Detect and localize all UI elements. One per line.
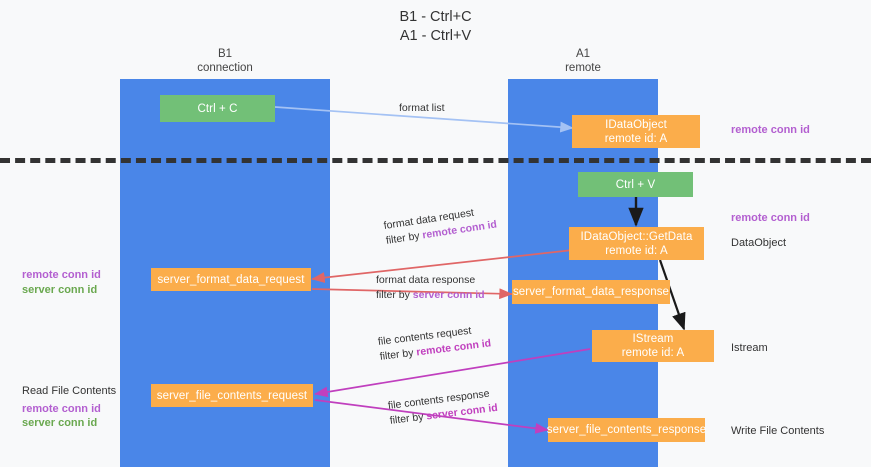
label-remote-conn-id-top: remote conn id: [731, 124, 810, 136]
node-ctrl-v[interactable]: Ctrl + V: [578, 172, 693, 197]
node-getdata[interactable]: IDataObject::GetData remote id: A: [569, 227, 704, 260]
label-istream: Istream: [731, 342, 768, 354]
page-title: B1 - Ctrl+C A1 - Ctrl+V: [399, 9, 472, 44]
label-left-remote-conn-id: remote conn id: [22, 269, 101, 281]
node-server-file-contents-response[interactable]: server_file_contents_response: [547, 418, 706, 442]
label-dataobject: DataObject: [731, 237, 787, 249]
edge-label-format-data-response: format data response filter by server co…: [376, 273, 485, 303]
node-server-file-contents-request[interactable]: server_file_contents_request: [151, 384, 313, 407]
label-left-server-conn-id: server conn id: [22, 283, 98, 296]
label-read-file-contents: Read File Contents: [22, 385, 117, 397]
edge-label-format-data-response-line2: filter by server conn id: [376, 289, 485, 301]
column-header-a1: A1 remote: [565, 48, 601, 74]
label-left-server-conn-id-2: server conn id: [22, 417, 98, 429]
node-istream[interactable]: IStream remote id: A: [592, 330, 714, 362]
edge-label-format-list: format list: [399, 102, 445, 114]
edge-label-format-data-response-line1: format data response: [376, 274, 476, 286]
node-ctrl-c[interactable]: Ctrl + C: [160, 95, 275, 122]
node-server-format-data-request[interactable]: server_format_data_request: [151, 268, 311, 291]
label-read-file-contents-group: Read File Contents remote conn id server…: [22, 384, 116, 431]
label-write-file-contents: Write File Contents: [731, 425, 825, 437]
edge-label-file-contents-request: file contents request filter by remote c…: [377, 321, 492, 364]
column-header-b1: B1 connection: [197, 48, 253, 74]
node-server-format-data-response[interactable]: server_format_data_response: [512, 280, 670, 304]
edge-label-file-contents-response: file contents response filter by server …: [387, 386, 498, 429]
label-remote-conn-id-mid: remote conn id: [731, 212, 810, 224]
edge-label-format-data-request: format data request filter by remote con…: [383, 203, 498, 249]
label-left-remote-conn-id-2: remote conn id: [22, 402, 101, 415]
label-left-conn-ids: remote conn id server conn id: [22, 268, 101, 297]
phase-divider: [0, 158, 871, 163]
node-idataobject[interactable]: IDataObject remote id: A: [572, 115, 700, 148]
